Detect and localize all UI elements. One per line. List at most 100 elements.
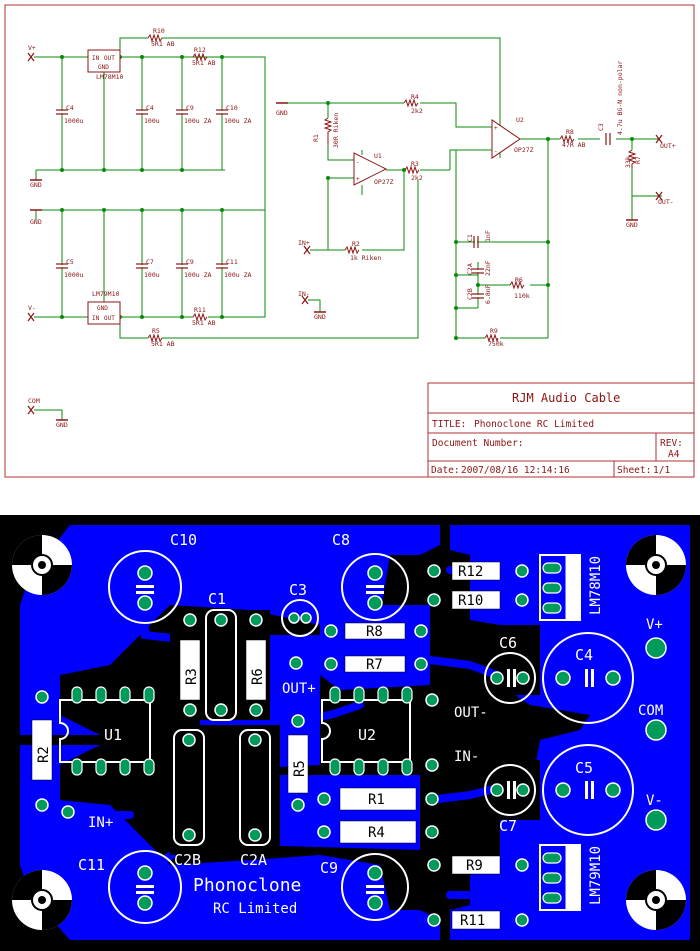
pcb-c5-outline (542, 744, 634, 836)
schematic-frame (4, 4, 695, 478)
pcb-r10-label: R10 (458, 593, 483, 609)
pcb-c9-outline (341, 853, 409, 921)
sch-c4a-value: 1000u (64, 117, 84, 125)
sch-r7 (627, 149, 637, 168)
pcb-c8-outline (341, 553, 409, 621)
pcb-r4-label: R4 (368, 825, 385, 841)
pcb-r10-body (451, 590, 501, 610)
pcb-u2-outline (321, 699, 411, 763)
pcb-r3-body (179, 639, 201, 701)
title-block-date-value: 2007/08/16 12:14:16 (461, 465, 570, 476)
sch-gnd-5: GND (314, 313, 326, 321)
svg-text:+: + (494, 125, 498, 132)
pcb-u2-label: U2 (358, 726, 376, 744)
pcb-r9-body (451, 855, 501, 875)
pcb-reg-neg-label: LM79M10 (588, 846, 604, 905)
pcb-out-plus-label: OUT+ (282, 681, 316, 697)
reg-neg-pin-out: OUT (104, 315, 115, 322)
pcb-r9-label: R9 (466, 858, 483, 874)
sch-c9a-name: C9 (186, 104, 194, 112)
reg-pos-pin-in: IN (92, 55, 100, 62)
title-block-sheet-label: Sheet: (617, 465, 651, 476)
pcb-r8-label: R8 (366, 624, 383, 640)
pcb-r1-label: R1 (368, 792, 385, 808)
sch-gnd-4: GND (276, 109, 288, 117)
sch-port-vminus: V- (28, 304, 36, 312)
pcb-r7-body (344, 655, 406, 673)
pcb-c10-outline (108, 550, 182, 624)
sch-c3-name: C3 (597, 123, 605, 131)
pcb-u1-label: U1 (104, 726, 122, 744)
pcb-reg-pos-label: LM78M10 (588, 556, 604, 615)
svg-text:-: - (494, 148, 498, 155)
pcb-c8-label: C8 (332, 531, 350, 549)
sch-r1 (323, 117, 333, 145)
pcb-r2-label: R2 (36, 746, 52, 763)
sch-c2a-name: C2A (466, 263, 474, 275)
pcb-pads (35, 564, 667, 927)
pcb-in-plus-label: IN+ (88, 815, 113, 831)
pcb-r7-label: R7 (366, 657, 383, 673)
title-block-sheet-value: 1/1 (653, 465, 670, 476)
pcb-r12-label: R12 (458, 564, 483, 580)
sch-r2-name: R2 (352, 240, 360, 248)
schematic-regulator-neg (87, 301, 121, 325)
sch-port-out-minus: OUT- (658, 198, 674, 206)
sch-r1-value: 30R Riken (332, 113, 340, 148)
pcb-c2b-outline (173, 729, 205, 846)
sch-c2b-name: C2B (466, 288, 474, 300)
reg-neg-pin-in: IN (92, 315, 100, 322)
title-block-doc-label: Document Number: (432, 438, 524, 449)
sch-opamp-u1 (353, 152, 388, 186)
sch-r7-value: 33k (624, 156, 632, 168)
svg-text:+: + (356, 176, 360, 183)
pcb-c6-outline (484, 652, 536, 704)
sch-r3-value: 2k2 (411, 174, 423, 182)
sch-port-in-minus: IN- (298, 290, 310, 298)
pcb-c1-outline (205, 609, 237, 721)
pcb-c11-outline (108, 850, 182, 924)
sch-c1-value: 1nF (484, 230, 492, 242)
sch-u2-name: U2 (516, 116, 524, 124)
pcb-r5-label: R5 (292, 760, 308, 777)
pcb-r1-body (339, 787, 417, 811)
sch-port-in-plus: IN+ (298, 239, 310, 247)
sch-r2 (344, 245, 360, 255)
reg-neg-label: LM79M10 (92, 290, 119, 298)
sch-c4b-name: C4 (146, 104, 154, 112)
pcb-r6-label: R6 (250, 668, 266, 685)
sch-port-com: COM (28, 397, 40, 405)
sch-c3-value: 4.7u BG-N non-polar (616, 61, 624, 135)
pcb-r12-body (451, 561, 501, 581)
title-block-title-value: Phonoclone RC Limited (474, 419, 594, 430)
title-block-rev-label: REV: (660, 438, 683, 449)
sch-c9b-name: C9 (186, 258, 194, 266)
pcb-r3-label: R3 (184, 668, 200, 685)
sch-r10-name: R10 (153, 27, 165, 35)
pcb-c7-label: C7 (499, 817, 517, 835)
sch-r10-value: 5R1 AB (151, 40, 175, 48)
mounting-holes (12, 535, 686, 930)
sch-r2-value: 1k Riken (350, 254, 381, 262)
sch-port-out-plus: OUT+ (660, 142, 676, 150)
pcb-c2a-label: C2A (240, 851, 267, 869)
sch-c9b-value: 100u ZA (184, 271, 211, 279)
schematic: IN OUT GND LM78M10 GND IN OUT LM79M10 (4, 4, 695, 478)
sch-r6 (509, 280, 525, 290)
title-block-date-label: Date: (431, 465, 460, 476)
sch-c1-name: C1 (466, 234, 474, 242)
sch-r1-name: R1 (312, 134, 320, 142)
pcb-r8-body (344, 622, 406, 640)
pcb-vminus-label: V- (646, 793, 663, 809)
sch-r6-name: R6 (515, 276, 523, 284)
sch-r8 (559, 134, 575, 144)
reg-pos-pin-out: OUT (104, 55, 115, 62)
sch-r8-value: 47R AB (562, 141, 586, 149)
sch-r4-value: 2k2 (411, 107, 423, 115)
sch-gnd-2: GND (30, 218, 42, 226)
sch-r11 (192, 312, 208, 322)
pcb-c7-outline (484, 764, 536, 816)
pcb-in-minus-label: IN- (454, 749, 479, 765)
pcb-c9-label: C9 (320, 859, 338, 877)
pcb-r11-label: R11 (460, 913, 485, 929)
